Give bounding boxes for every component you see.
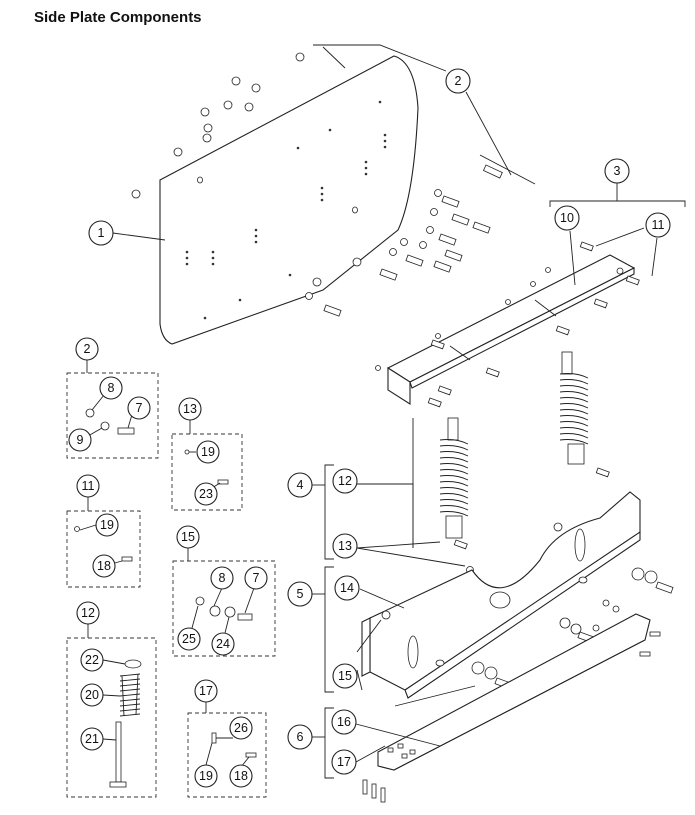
callout-10: 10 <box>554 205 580 231</box>
svg-text:26: 26 <box>234 721 248 735</box>
svg-text:22: 22 <box>85 653 99 667</box>
svg-text:18: 18 <box>97 559 111 573</box>
kit-callout-2: 2 <box>75 337 99 361</box>
svg-text:13: 13 <box>183 402 197 416</box>
svg-text:19: 19 <box>201 445 215 459</box>
kit-callout-18a: 18 <box>92 554 116 578</box>
svg-text:14: 14 <box>340 581 354 595</box>
flat-plate-bolts <box>362 779 386 803</box>
svg-text:18: 18 <box>234 769 248 783</box>
kit-callout-12: 12 <box>76 601 100 625</box>
svg-text:20: 20 <box>85 688 99 702</box>
kit-callout-19c: 19 <box>194 764 218 788</box>
kit-13-box <box>171 420 243 511</box>
kit-callout-21: 21 <box>80 727 104 751</box>
spring-right <box>559 351 589 465</box>
svg-text:17: 17 <box>337 755 351 769</box>
callout-6: 6 <box>287 724 313 750</box>
callout-12: 12 <box>332 468 358 494</box>
kit-2-box <box>66 360 159 459</box>
kit-callout-7a: 7 <box>127 396 151 420</box>
svg-text:5: 5 <box>297 587 304 601</box>
svg-text:11: 11 <box>82 479 95 493</box>
kit-callout-15: 15 <box>176 525 200 549</box>
kit-callout-17: 17 <box>194 679 218 703</box>
kit-callout-25: 25 <box>177 627 201 651</box>
svg-text:3: 3 <box>614 164 621 178</box>
svg-text:6: 6 <box>297 730 304 744</box>
kit-callout-8a: 8 <box>99 376 123 400</box>
callout-3: 3 <box>604 158 630 184</box>
svg-text:2: 2 <box>455 74 462 88</box>
kit-callout-13: 13 <box>178 397 202 421</box>
kit-15-box <box>172 548 276 657</box>
svg-text:7: 7 <box>136 401 143 415</box>
kit-leaders <box>79 394 255 768</box>
svg-text:12: 12 <box>81 606 95 620</box>
svg-text:11: 11 <box>652 218 665 232</box>
svg-text:15: 15 <box>181 530 195 544</box>
kit-callout-11: 11 <box>76 474 100 498</box>
svg-text:24: 24 <box>216 637 230 651</box>
kit-callout-18b: 18 <box>229 764 253 788</box>
svg-text:16: 16 <box>337 715 351 729</box>
svg-text:8: 8 <box>219 571 226 585</box>
kit-11-box <box>66 497 141 588</box>
side-bracket <box>361 491 641 699</box>
svg-text:4: 4 <box>297 478 304 492</box>
kit-12-box <box>66 624 157 798</box>
callout-15: 15 <box>332 663 358 689</box>
kit-callout-22: 22 <box>80 648 104 672</box>
svg-text:23: 23 <box>199 487 213 501</box>
side-plate <box>159 55 419 345</box>
kit-callout-26: 26 <box>229 716 253 740</box>
bar-bolts <box>375 241 640 478</box>
callout-4: 4 <box>287 472 313 498</box>
svg-text:2: 2 <box>84 342 91 356</box>
flat-plate <box>377 613 661 771</box>
svg-text:21: 21 <box>85 732 99 746</box>
svg-text:17: 17 <box>199 684 213 698</box>
page-title: Side Plate Components <box>34 9 202 26</box>
callout-17: 17 <box>331 749 357 775</box>
leader-lines <box>112 44 686 779</box>
kit-callout-8b: 8 <box>210 566 234 590</box>
svg-text:25: 25 <box>182 632 196 646</box>
svg-text:10: 10 <box>560 211 574 225</box>
callout-5: 5 <box>287 581 313 607</box>
kit-callout-24: 24 <box>211 632 235 656</box>
svg-text:19: 19 <box>199 769 213 783</box>
channel-bar <box>386 254 636 406</box>
kit-callout-7b: 7 <box>244 566 268 590</box>
hex-nuts <box>131 52 362 287</box>
callout-2: 2 <box>445 68 471 94</box>
svg-text:7: 7 <box>253 571 260 585</box>
kit-callout-19a: 19 <box>196 440 220 464</box>
kit-callout-23: 23 <box>194 482 218 506</box>
kit-callout-20: 20 <box>80 683 104 707</box>
svg-text:9: 9 <box>77 433 84 447</box>
plate-bolts <box>305 164 503 317</box>
kit-callout-19b: 19 <box>95 513 119 537</box>
bracket-hardware <box>471 567 674 690</box>
kit-callout-9: 9 <box>68 428 92 452</box>
svg-text:8: 8 <box>108 381 115 395</box>
callout-14: 14 <box>334 575 360 601</box>
svg-text:15: 15 <box>338 669 352 683</box>
svg-text:1: 1 <box>98 226 105 240</box>
spring-left <box>439 417 474 574</box>
callout-13: 13 <box>332 533 358 559</box>
svg-text:13: 13 <box>338 539 352 553</box>
svg-text:12: 12 <box>338 474 352 488</box>
svg-text:19: 19 <box>100 518 114 532</box>
callout-11: 11 <box>645 212 671 238</box>
callout-16: 16 <box>331 709 357 735</box>
callout-1: 1 <box>88 220 114 246</box>
